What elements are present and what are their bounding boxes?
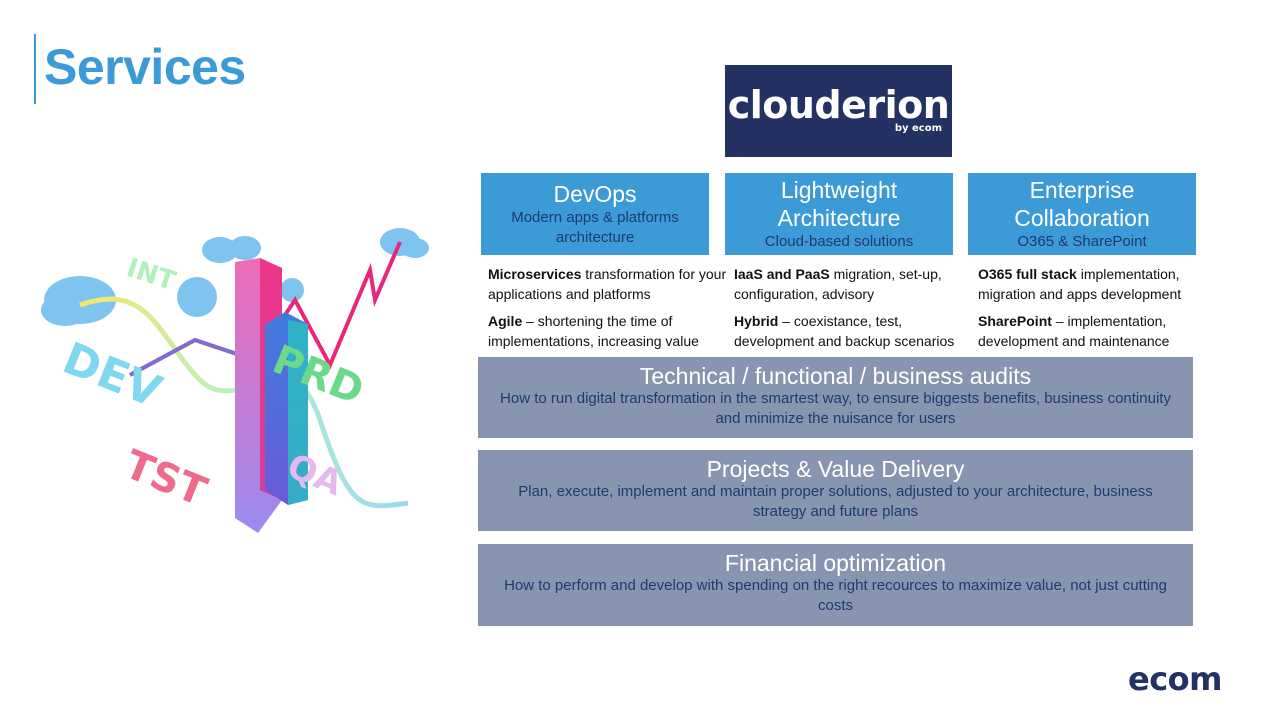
service-details-enterprise-collaboration: O365 full stack implementation, migratio… <box>978 264 1203 358</box>
band-title: Projects & Value Delivery <box>706 456 965 482</box>
service-item: SharePoint – implementation, development… <box>978 313 1170 349</box>
band-description: How to perform and develop with spending… <box>504 577 1167 614</box>
service-item: Hybrid – coexistance, test, development … <box>734 313 955 349</box>
logo-wordmark: clouderion <box>727 83 950 127</box>
band-projects: Projects & Value Delivery Plan, execute,… <box>478 450 1193 531</box>
service-details-lightweight-architecture: IaaS and PaaS migration, set-up, configu… <box>734 264 974 358</box>
service-title: Enterprise Collaboration <box>1014 177 1150 231</box>
service-title: Lightweight Architecture <box>777 177 901 231</box>
service-subtitle: O365 & SharePoint <box>1017 233 1147 250</box>
service-title: DevOps <box>553 181 637 207</box>
band-title: Financial optimization <box>724 550 947 576</box>
devops-pipeline-illustration: INT DEV PRD QA TST <box>41 228 429 533</box>
page-title: Services <box>44 39 246 95</box>
band-audits: Technical / functional / business audits… <box>478 357 1193 438</box>
band-description: Plan, execute, implement and maintain pr… <box>518 483 1153 520</box>
service-item: Agile – shortening the time of implement… <box>488 313 699 349</box>
band-description: How to run digital transformation in the… <box>500 390 1171 427</box>
service-header-enterprise-collaboration: Enterprise Collaboration O365 & SharePoi… <box>968 173 1196 255</box>
service-item: Microservices transformation for your ap… <box>488 266 727 302</box>
dev-label: DEV <box>56 333 168 418</box>
logo-tagline: by ecom <box>894 123 942 134</box>
band-title: Technical / functional / business audits <box>639 363 1032 389</box>
band-financial: Financial optimization How to perform an… <box>478 544 1193 626</box>
service-header-lightweight-architecture: Lightweight Architecture Cloud-based sol… <box>725 173 953 255</box>
ecom-logo: ecom <box>1128 660 1223 698</box>
int-label: INT <box>123 253 179 297</box>
service-subtitle: Cloud-based solutions <box>764 233 914 250</box>
tst-label: TST <box>118 442 213 516</box>
service-item: O365 full stack implementation, migratio… <box>978 266 1182 302</box>
service-item: IaaS and PaaS migration, set-up, configu… <box>734 266 942 302</box>
clouderion-logo: clouderion by ecom <box>725 65 952 157</box>
cloud-icon <box>41 228 429 326</box>
service-subtitle: Modern apps & platforms architecture <box>511 209 679 246</box>
service-details-devops: Microservices transformation for your ap… <box>488 264 728 358</box>
service-header-devops: DevOps Modern apps & platforms architect… <box>481 173 709 255</box>
title-accent-bar <box>34 34 36 104</box>
